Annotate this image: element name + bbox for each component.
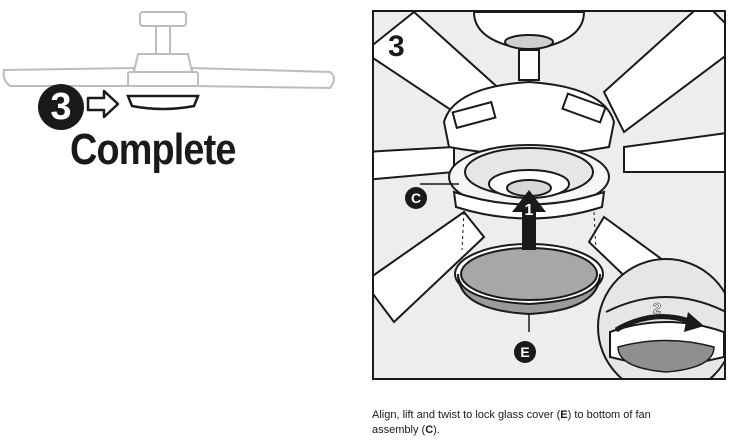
- panel-number: 3: [388, 30, 405, 63]
- downrod: [518, 49, 540, 81]
- assembly-drawing: [374, 12, 724, 378]
- assembly-illustration: 3 C E 1 2: [372, 10, 726, 380]
- fan-canopy: [139, 11, 187, 27]
- fan-body: [127, 71, 199, 87]
- caption-part5: ).: [433, 424, 440, 436]
- fan-blade-left: [2, 66, 135, 87]
- twist-arrow-icon: [614, 314, 693, 333]
- arrow-1-label: 1: [525, 202, 534, 219]
- arrow-1-text: 1: [525, 202, 534, 219]
- fan-downrod: [155, 25, 171, 55]
- fan-motor-housing: [132, 53, 194, 73]
- step-title: Complete: [70, 125, 236, 174]
- blade-bottom-left: [374, 210, 486, 324]
- label-e-text: E: [520, 344, 529, 360]
- glass-cover: [457, 273, 601, 316]
- arrow-2-label: 2: [653, 300, 662, 318]
- fan-blade-right: [191, 66, 335, 90]
- label-c-badge: C: [405, 187, 427, 209]
- caption-part1: Align, lift and twist to lock glass cove…: [372, 409, 561, 421]
- fan-icon-illustration: [2, 11, 335, 119]
- glass-cover-icon: [126, 94, 200, 111]
- lift-arrow-icon: [512, 190, 546, 250]
- caption-part4: C: [425, 424, 434, 436]
- right-arrow-icon: [86, 89, 120, 119]
- instruction-caption: Align, lift and twist to lock glass cove…: [372, 408, 672, 438]
- label-e-badge: E: [514, 341, 536, 363]
- label-c-text: C: [411, 190, 421, 206]
- blade-top-right: [602, 12, 724, 134]
- caption-part3: ) to bottom of fan assembly (: [372, 409, 651, 436]
- detail-magnifier: [597, 258, 724, 378]
- step-number-badge: 3: [38, 84, 84, 130]
- caption-part2: E: [560, 409, 568, 421]
- blade-right: [623, 132, 724, 173]
- arrow-2-text: 2: [653, 300, 661, 317]
